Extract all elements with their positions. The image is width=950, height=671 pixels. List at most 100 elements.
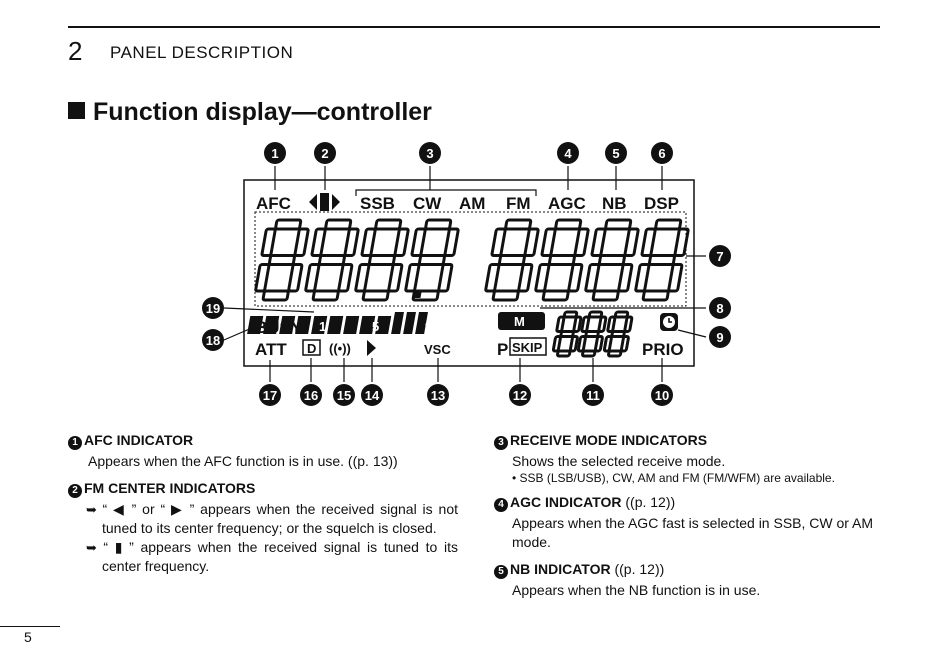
meter-bar-9 [375, 316, 392, 334]
callout-11 [582, 384, 604, 406]
callout-8 [709, 297, 731, 319]
meter-bar-10 [391, 312, 404, 334]
callout-14 [361, 384, 383, 406]
meter-bar-11 [403, 312, 416, 334]
meter-bar-7 [343, 316, 360, 334]
fm-label: FM [506, 194, 531, 213]
fm-center-indicator-icon [309, 193, 340, 211]
callout-label-6: 6 [658, 146, 665, 161]
callout-15 [333, 384, 355, 406]
digit-1 [254, 218, 310, 302]
desc-2-number: 2 [68, 484, 82, 498]
meter-bar-12 [415, 312, 428, 334]
callout-12 [509, 384, 531, 406]
callout-16 [300, 384, 322, 406]
desc-2-title-text: FM CENTER INDICATORS [84, 480, 256, 496]
callout-label-18: 18 [206, 333, 220, 348]
desc-1-title-text: AFC INDICATOR [84, 432, 194, 448]
meter-bar-8 [359, 316, 376, 334]
page-number: 5 [24, 629, 32, 645]
callout-18 [202, 329, 224, 351]
digit-6 [534, 218, 590, 302]
callout-4 [557, 142, 579, 164]
chapter-title: PANEL DESCRIPTION [110, 43, 294, 62]
callout-1 [264, 142, 286, 164]
meter-bar-5 [311, 316, 328, 334]
clock-icon [660, 313, 678, 331]
frequency-digits [254, 218, 690, 302]
desc-2-bullet-2-text: “ ▮ ” appears when the received signal i… [102, 539, 458, 574]
callout-6 [651, 142, 673, 164]
callout-label-4: 4 [564, 146, 572, 161]
callout-19 [202, 297, 224, 319]
callout-label-11: 11 [586, 388, 600, 403]
desc-3-number: 3 [494, 436, 508, 450]
vsc-label: VSC [424, 342, 451, 357]
memory-digit-2 [576, 310, 608, 358]
callout-2 [314, 142, 336, 164]
dsp-label: DSP [644, 194, 679, 213]
desc-1-number: 1 [68, 436, 82, 450]
digit-8 [634, 218, 690, 302]
desc-2-bullet-1-text: “ ◀ ” or “ ▶ ” appears when the received… [102, 501, 458, 536]
callout-label-19: 19 [206, 301, 220, 316]
callout-label-12: 12 [513, 388, 527, 403]
desc-5-number: 5 [494, 565, 508, 579]
memory-digit-3 [602, 310, 634, 358]
meter-bar-1 [247, 316, 264, 334]
desc-1-text: Appears when the AFC function is in use.… [88, 453, 398, 469]
att-label: ATT [255, 340, 287, 359]
digit-3 [354, 218, 410, 302]
nb-label: NB [602, 194, 627, 213]
desc-3-note: • SSB (LSB/USB), CW, AM and FM (FM/WFM) … [512, 471, 835, 485]
prio-label: PRIO [642, 340, 684, 359]
top-rule [68, 26, 880, 28]
desc-4-number: 4 [494, 498, 508, 512]
desc-4-title-text: AGC INDICATOR [510, 494, 622, 510]
mode-bracket [355, 189, 537, 196]
digit-7 [584, 218, 640, 302]
memory-channel-digits [551, 310, 634, 358]
section-title-text: Function display—controller [93, 98, 432, 126]
p-label: P [497, 340, 508, 359]
meter-mark-1: 1 [319, 319, 326, 334]
agc-label: AGC [548, 194, 586, 213]
s-meter-bars [247, 312, 428, 334]
desc-5-text: Appears when the NB function is in use. [512, 582, 761, 598]
meter-bar-3 [279, 316, 296, 334]
page-rule [0, 626, 60, 627]
display-frame [243, 179, 695, 367]
desc-5-ref: ((p. 12)) [610, 561, 665, 577]
meter-mark-5: 5 [372, 319, 379, 334]
digit-4 [404, 218, 460, 302]
callout-label-10: 10 [655, 388, 669, 403]
frequency-area-box [254, 211, 687, 307]
arrow-icon: ➥ [86, 502, 103, 517]
play-icon [367, 340, 376, 356]
square-bullet-icon [68, 102, 85, 119]
am-label: AM [459, 194, 485, 213]
meter-bar-6 [327, 316, 344, 334]
callout-7 [709, 245, 731, 267]
ssb-label: SSB [360, 194, 395, 213]
d-box [302, 339, 321, 356]
callout-13 [427, 384, 449, 406]
desc-3-text: Shows the selected receive mode. [512, 453, 726, 469]
chapter-number: 2 [68, 36, 83, 66]
callout-label-1: 1 [271, 146, 278, 161]
section-title: Function display—controller [68, 98, 432, 127]
digit-2 [304, 218, 360, 302]
desc-2-bullet-2: ➥ “ ▮ ” appears when the received signal… [68, 538, 458, 576]
cw-label: CW [413, 194, 442, 213]
callout-3 [419, 142, 441, 164]
skip-label: SKIP [512, 340, 543, 355]
callout-label-5: 5 [612, 146, 619, 161]
callout-lines [223, 166, 707, 382]
digit-5 [484, 218, 540, 302]
callout-label-16: 16 [304, 388, 318, 403]
callout-label-13: 13 [431, 388, 445, 403]
